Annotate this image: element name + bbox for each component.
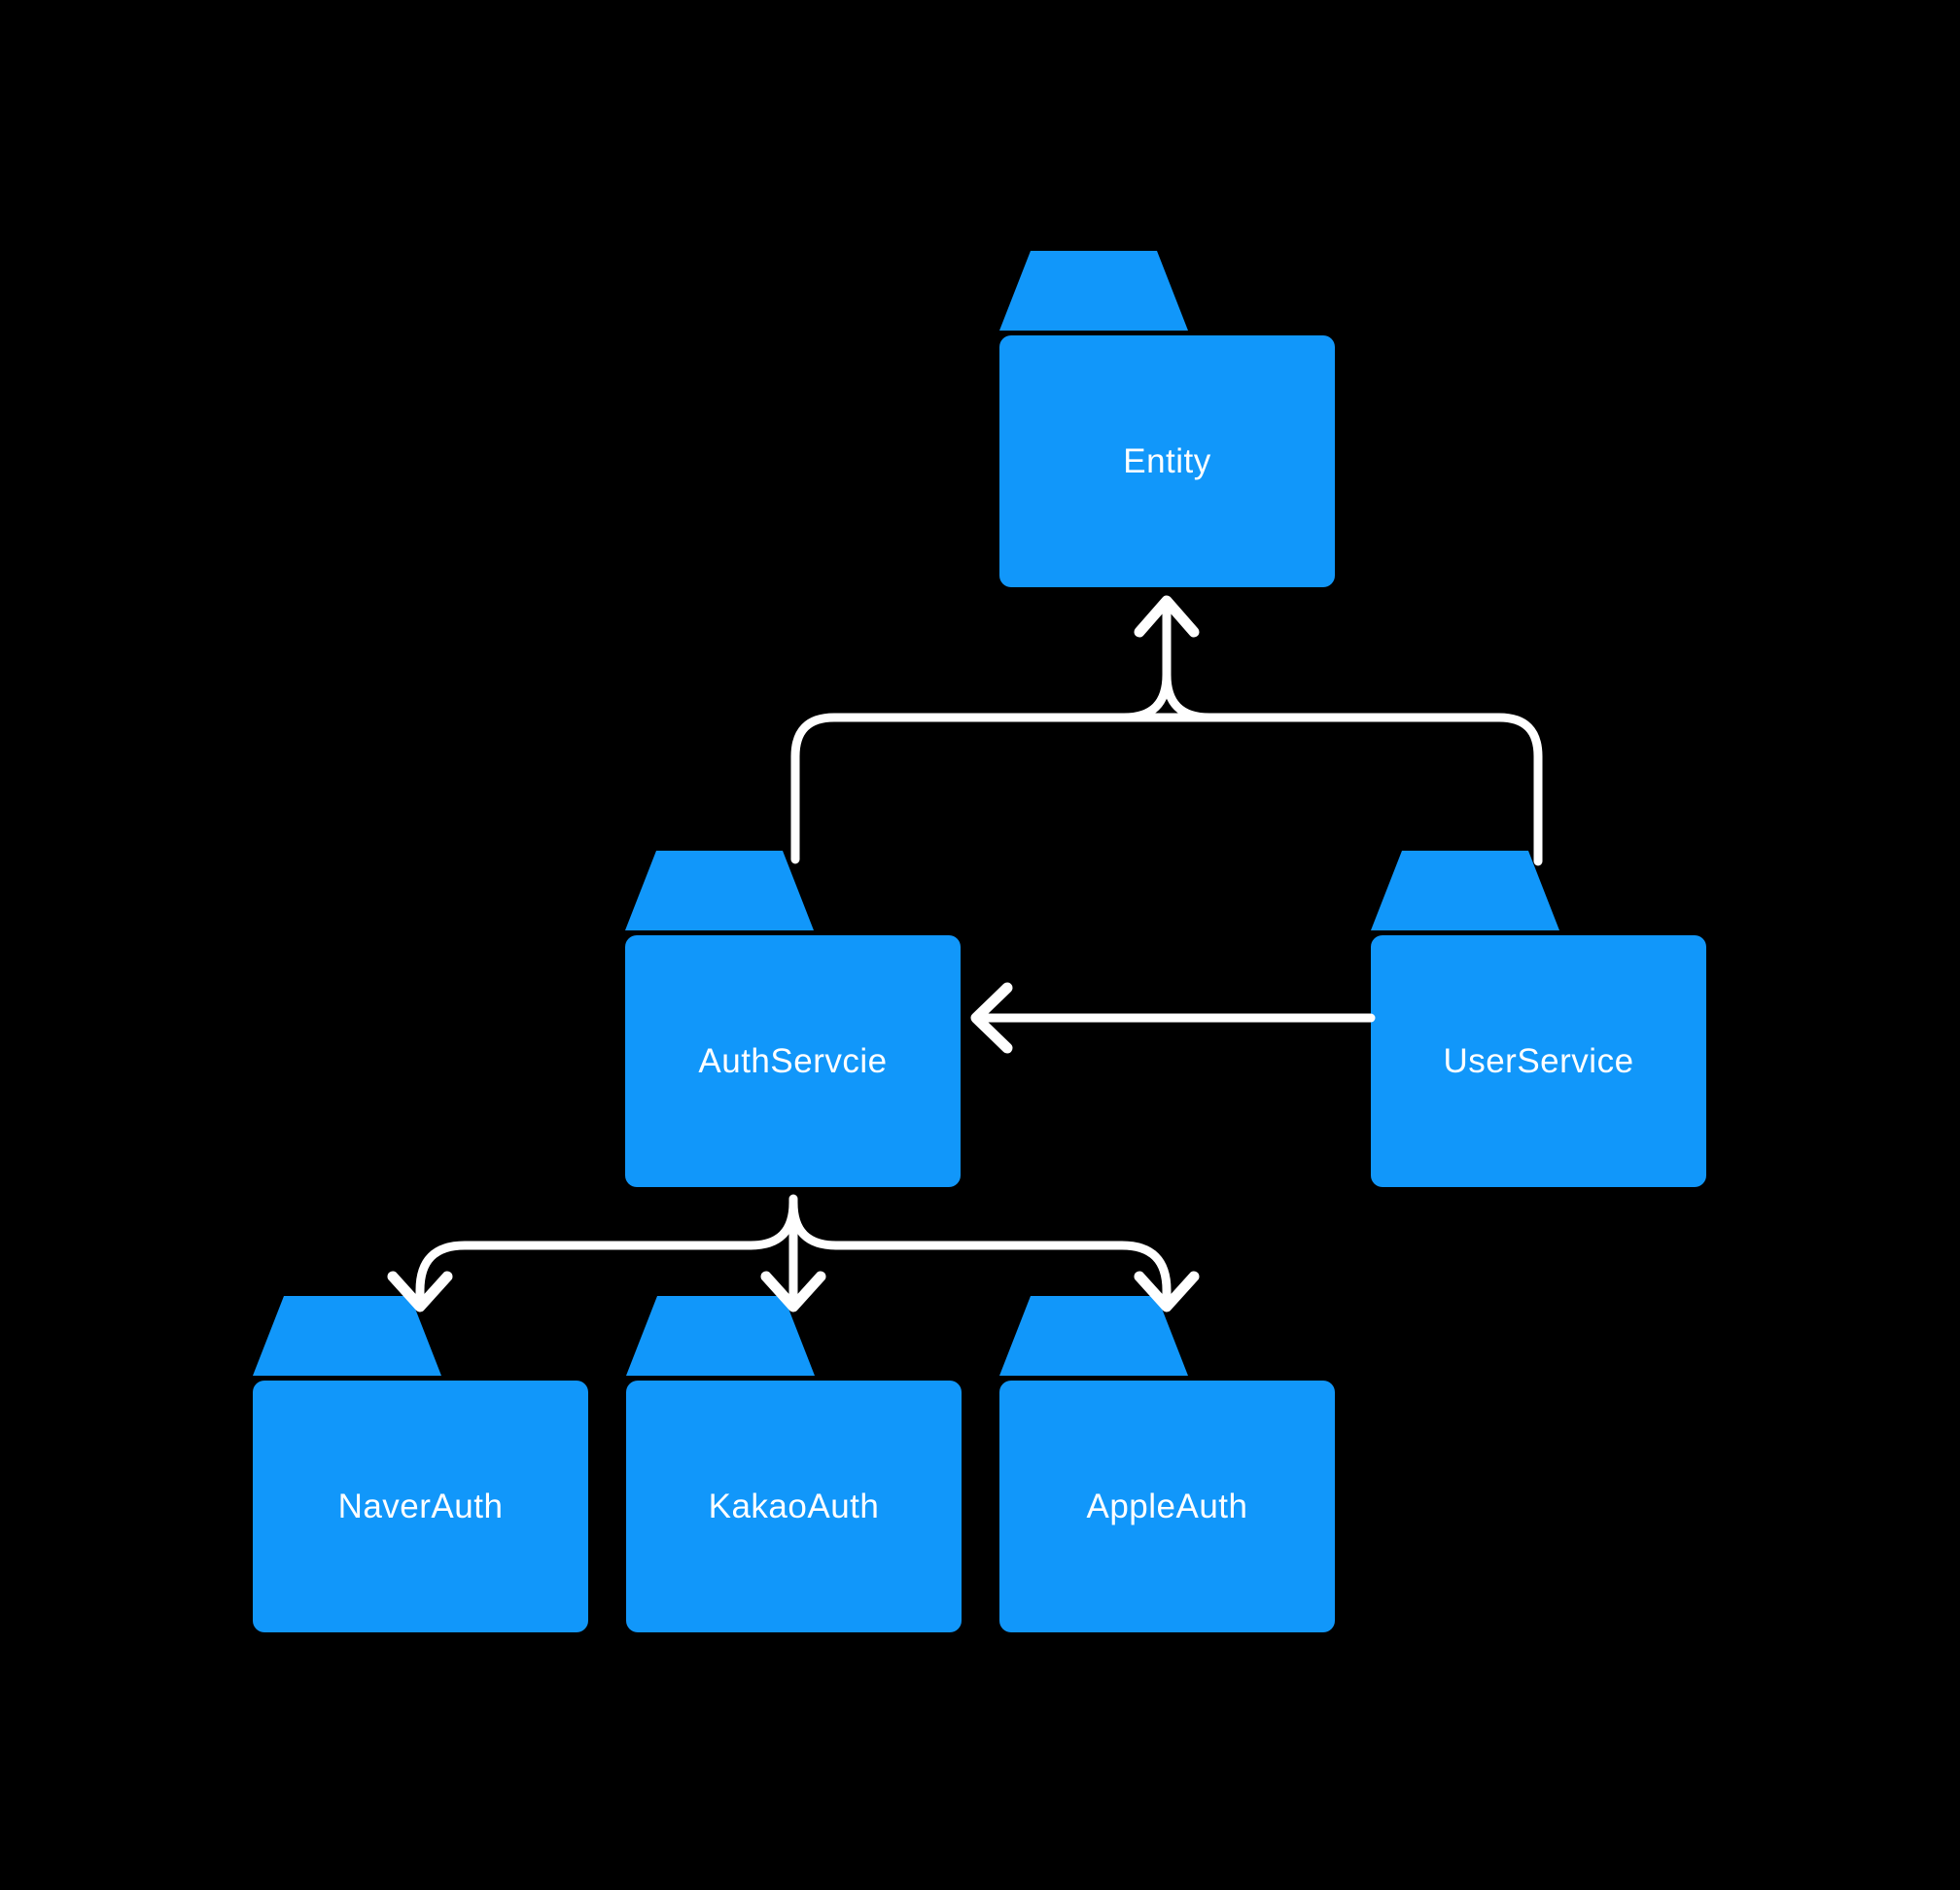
- folder-tab-icon: [625, 851, 814, 930]
- edge-split-flare: [746, 1198, 798, 1250]
- arrowhead-up-icon: [1134, 595, 1200, 638]
- edge-children-to-entity: [790, 595, 1543, 866]
- node-label: UserService: [1443, 1041, 1634, 1080]
- edge-line: [415, 1241, 755, 1306]
- arrowhead-left-icon: [970, 982, 1013, 1054]
- node-naverauth[interactable]: NaverAuth: [253, 1296, 588, 1632]
- folder-tab-icon: [999, 1296, 1188, 1376]
- node-authservcie[interactable]: AuthServcie: [625, 851, 961, 1187]
- node-label: Entity: [1123, 441, 1211, 480]
- edge-merge-flare: [1119, 670, 1172, 722]
- node-appleauth[interactable]: AppleAuth: [999, 1296, 1335, 1632]
- node-userservice[interactable]: UserService: [1371, 851, 1706, 1187]
- node-label: KakaoAuth: [708, 1487, 880, 1525]
- folder-tab-icon: [1371, 851, 1559, 930]
- node-kakaoauth[interactable]: KakaoAuth: [626, 1296, 962, 1632]
- folder-body: NaverAuth: [253, 1381, 588, 1632]
- node-label: NaverAuth: [337, 1487, 504, 1525]
- folder-body: UserService: [1371, 935, 1706, 1187]
- node-label: AuthServcie: [698, 1041, 888, 1080]
- edge-line: [831, 1241, 1172, 1306]
- node-label: AppleAuth: [1086, 1487, 1248, 1525]
- edge-split-flare: [788, 1198, 841, 1250]
- edge-userservice-to-authservcie: [970, 982, 1376, 1054]
- edge-line: [790, 713, 1543, 866]
- folder-body: AppleAuth: [999, 1381, 1335, 1632]
- folder-tab-icon: [626, 1296, 815, 1376]
- folder-tab-icon: [999, 251, 1188, 331]
- folder-body: AuthServcie: [625, 935, 961, 1187]
- folder-body: KakaoAuth: [626, 1381, 962, 1632]
- edge-merge-flare: [1162, 670, 1214, 722]
- folder-tab-icon: [253, 1296, 441, 1376]
- node-entity[interactable]: Entity: [999, 251, 1335, 587]
- edge-authservcie-to-children: [387, 1194, 1200, 1312]
- folder-body: Entity: [999, 335, 1335, 587]
